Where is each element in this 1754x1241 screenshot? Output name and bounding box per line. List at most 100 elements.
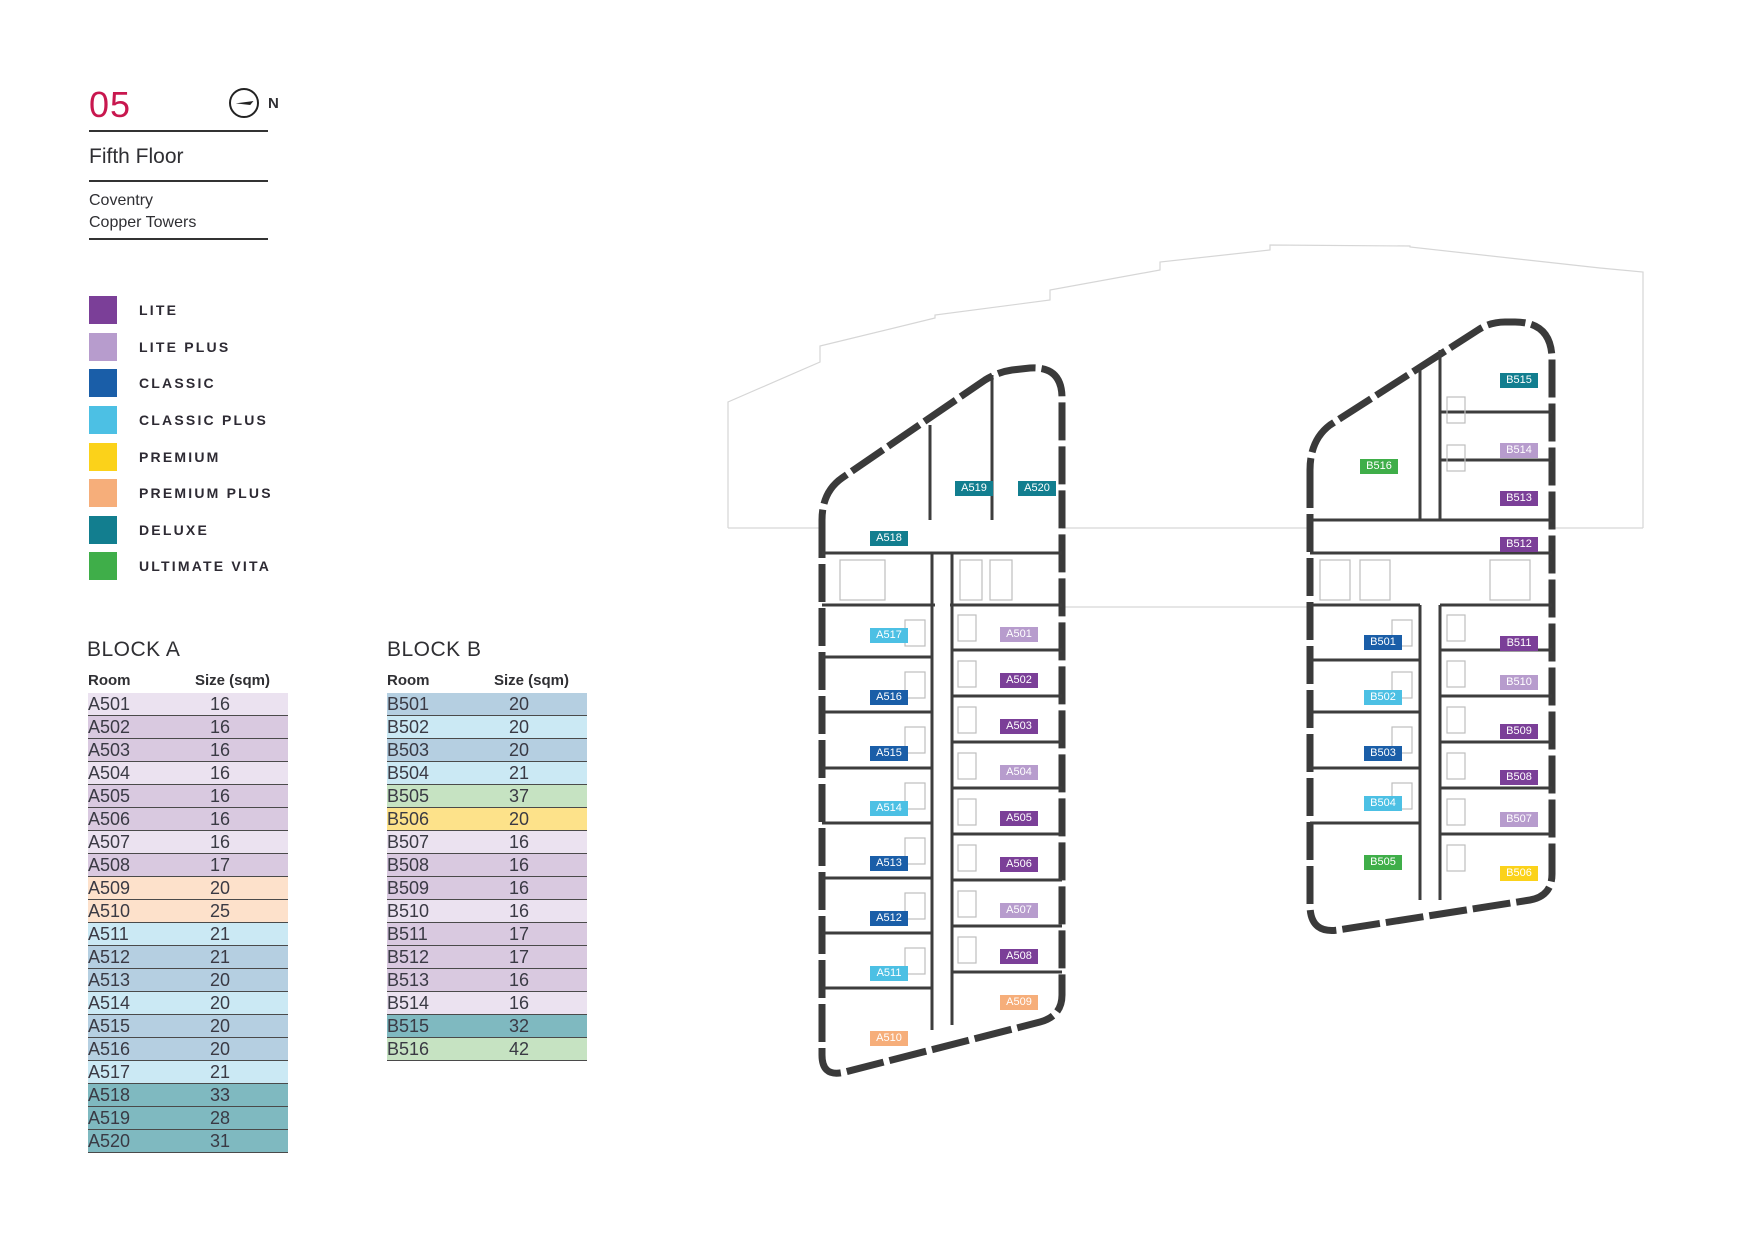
size-cell: 20 [508,740,530,760]
legend-swatch [89,552,117,581]
room-cell: B510 [387,901,430,921]
table-row: A504 16 [88,762,288,785]
room-tag-a506: A506 [1000,857,1038,872]
legend-label: PREMIUM PLUS [139,485,273,502]
floor-name: Fifth Floor [89,145,184,168]
size-cell: 16 [508,878,530,898]
room-tag-a508: A508 [1000,949,1038,964]
room-cell: A503 [88,740,131,760]
room-tag-b501: B501 [1364,635,1402,650]
legend-label: PREMIUM [139,448,221,465]
room-tag-a512: A512 [870,911,908,926]
location-building: Copper Towers [89,214,197,231]
room-tag-a518: A518 [870,531,908,546]
room-tag-a504: A504 [1000,765,1038,780]
room-tag-a501: A501 [1000,627,1038,642]
block-a-fixtures [839,559,1013,975]
room-tag-b504: B504 [1364,796,1402,811]
size-cell: 21 [209,947,231,967]
legend-item: DELUXE [89,512,273,549]
room-cell: A506 [88,809,131,829]
room-tag-b507: B507 [1500,812,1538,827]
room-tag-b508: B508 [1500,770,1538,785]
legend-item: LITE PLUS [89,329,273,366]
room-cell: B509 [387,878,430,898]
room-cell: A505 [88,786,131,806]
legend-swatch [89,479,117,508]
legend-swatch [89,369,117,398]
block-b-title: BLOCK B [387,638,482,661]
size-cell: 20 [508,717,530,737]
size-cell: 16 [508,901,530,921]
location: Coventry Copper Towers [89,190,196,234]
col-size-header: Size (sqm) [194,672,270,689]
room-cell: A514 [88,993,131,1013]
floor-number: 05 [89,84,132,125]
size-cell: 16 [209,740,231,760]
size-cell: 33 [209,1085,231,1105]
size-cell: 16 [508,855,530,875]
room-cell: B502 [387,717,430,737]
size-cell: 20 [209,1039,231,1059]
legend-item: PREMIUM PLUS [89,475,273,512]
legend-swatch [89,406,117,435]
legend-item: PREMIUM [89,438,273,475]
size-cell: 16 [209,717,231,737]
room-tag-b503: B503 [1364,746,1402,761]
size-cell: 16 [209,694,231,714]
room-cell: A511 [88,924,129,944]
legend-label: DELUXE [139,521,209,538]
size-cell: 16 [508,832,530,852]
size-cell: 17 [209,855,231,875]
room-cell: B511 [387,924,428,944]
size-cell: 20 [209,1016,231,1036]
size-cell: 20 [508,809,530,829]
room-tag-b512: B512 [1500,537,1538,552]
legend-item: CLASSIC [89,365,273,402]
room-tag-a513: A513 [870,856,908,871]
legend-item: CLASSIC PLUS [89,402,273,439]
divider [89,130,268,132]
room-cell: A515 [88,1016,131,1036]
size-cell: 28 [209,1108,231,1128]
room-tag-a511: A511 [870,966,908,981]
table-row: B510 16 [387,900,587,923]
size-cell: 17 [508,947,530,967]
room-tag-a510: A510 [870,1031,908,1046]
size-cell: 16 [209,763,231,783]
room-cell: A512 [88,947,131,967]
room-cell: A504 [88,763,131,783]
room-tag-b502: B502 [1364,690,1402,705]
legend-label: CLASSIC [139,375,216,392]
room-cell: A509 [88,878,131,898]
room-tag-a520: A520 [1018,481,1056,496]
table-row: A515 20 [88,1015,288,1038]
room-cell: A508 [88,855,131,875]
room-tag-a519: A519 [955,481,993,496]
size-cell: 16 [209,809,231,829]
block-b-walls [1310,350,1552,900]
room-tag-a515: A515 [870,746,908,761]
size-cell: 17 [508,924,530,944]
room-cell: A517 [88,1062,131,1082]
size-cell: 16 [508,993,530,1013]
room-tag-b516: B516 [1360,459,1398,474]
table-header: Room Size (sqm) [88,672,288,693]
size-cell: 32 [508,1016,530,1036]
legend-label: CLASSIC PLUS [139,412,269,429]
room-cell: A502 [88,717,131,737]
table-row: B507 16 [387,831,587,854]
room-cell: B507 [387,832,430,852]
size-cell: 37 [508,786,530,806]
location-city: Coventry [89,192,154,209]
room-cell: A510 [88,901,131,921]
block-a-walls [822,375,1062,1030]
